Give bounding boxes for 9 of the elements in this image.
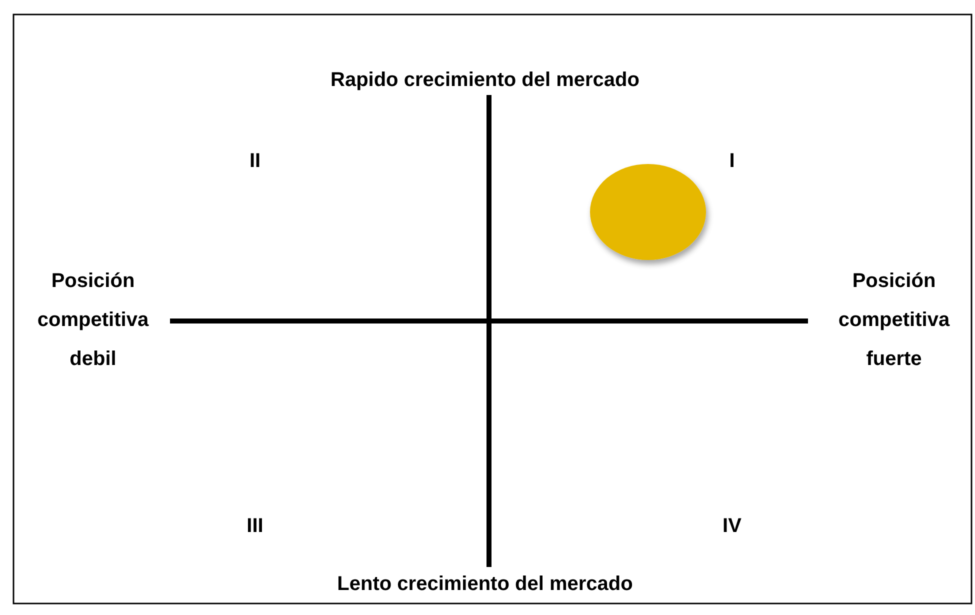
axis-label: Posición competitiva debil bbox=[36, 269, 150, 372]
axis-label: Posición competitiva fuerte bbox=[837, 269, 951, 372]
quadrant-number: III bbox=[246, 514, 264, 539]
quadrant-number: I bbox=[728, 149, 736, 174]
quadrant-number: II bbox=[248, 149, 262, 174]
axis-label: Rapido crecimiento del mercado bbox=[330, 68, 640, 93]
position-circle bbox=[590, 164, 706, 260]
quadrant-number: IV bbox=[722, 514, 742, 539]
axis-label: Lento crecimiento del mercado bbox=[336, 572, 634, 597]
